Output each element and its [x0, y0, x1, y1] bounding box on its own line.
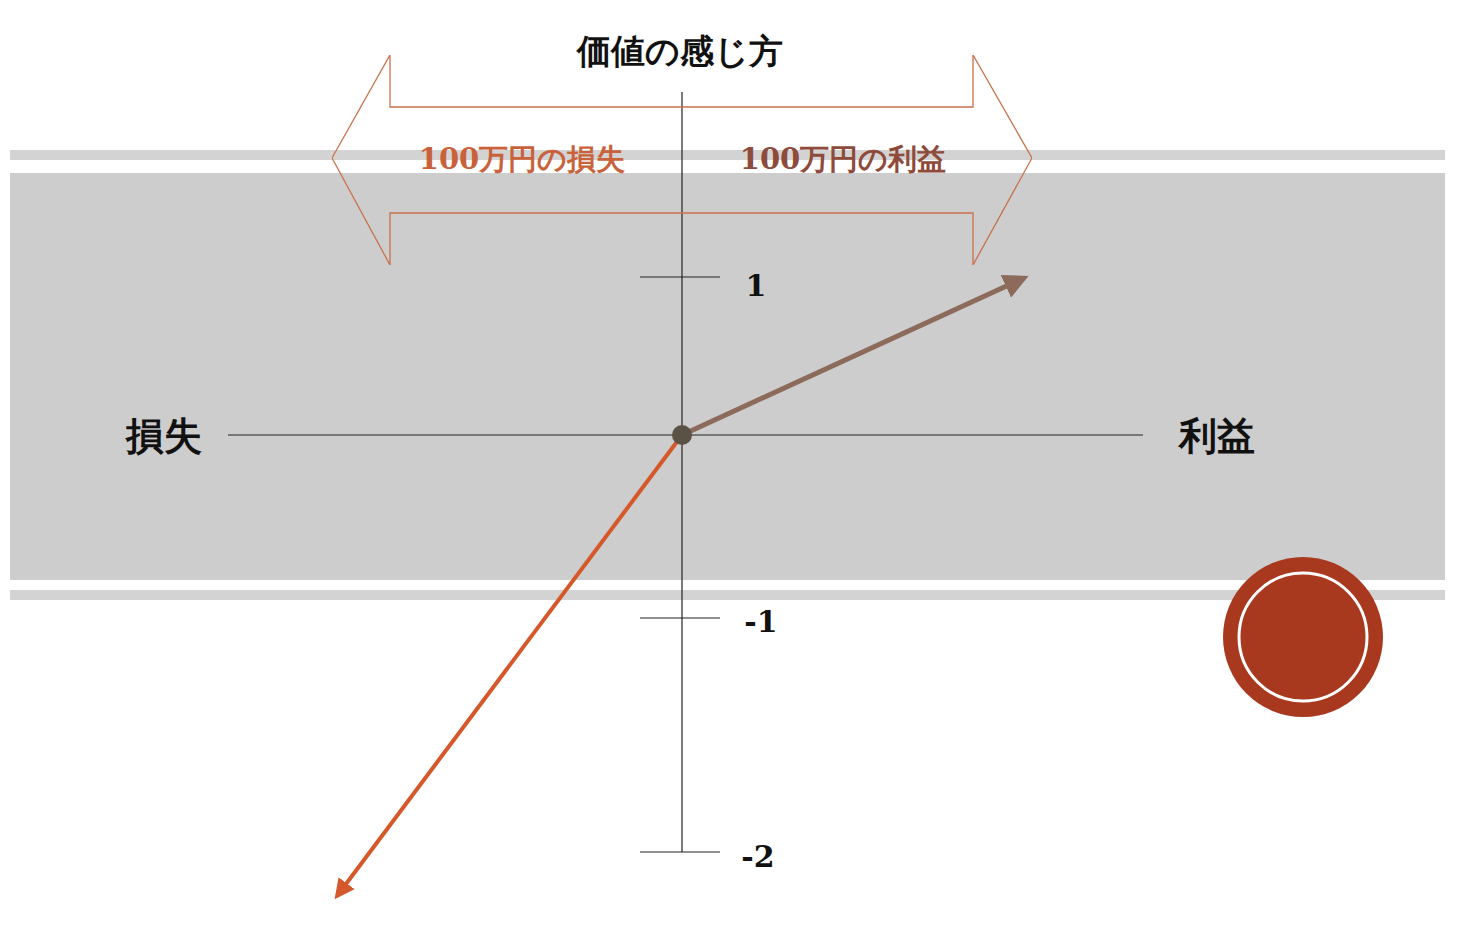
amount-label: 100万円の利益	[740, 140, 947, 180]
tick-value: -2	[741, 839, 774, 874]
diagram-title: 価値の感じ方	[577, 29, 783, 75]
grey-band	[10, 173, 1445, 580]
amount-label: 100万円の損失	[419, 140, 626, 180]
double-arrow-shape	[332, 55, 1032, 265]
double-arrow-band: 100万円の損失 100万円の利益	[332, 55, 1032, 265]
tick-value: 1	[746, 268, 767, 303]
axis-label: 利益	[1179, 411, 1255, 462]
decor-circle	[1223, 557, 1383, 717]
axis-label: 損失	[126, 411, 202, 462]
band-stripe	[10, 150, 1445, 160]
decor-ring	[1239, 573, 1367, 701]
band-stripe	[10, 590, 1445, 600]
gain-vector	[682, 278, 1024, 435]
tick-mark	[640, 617, 720, 618]
origin-dot	[672, 425, 692, 445]
tick-mark	[640, 276, 720, 277]
loss-vector	[337, 435, 682, 896]
tick-mark	[640, 851, 720, 852]
tick-value: -1	[744, 604, 777, 639]
value-axis	[681, 92, 682, 852]
